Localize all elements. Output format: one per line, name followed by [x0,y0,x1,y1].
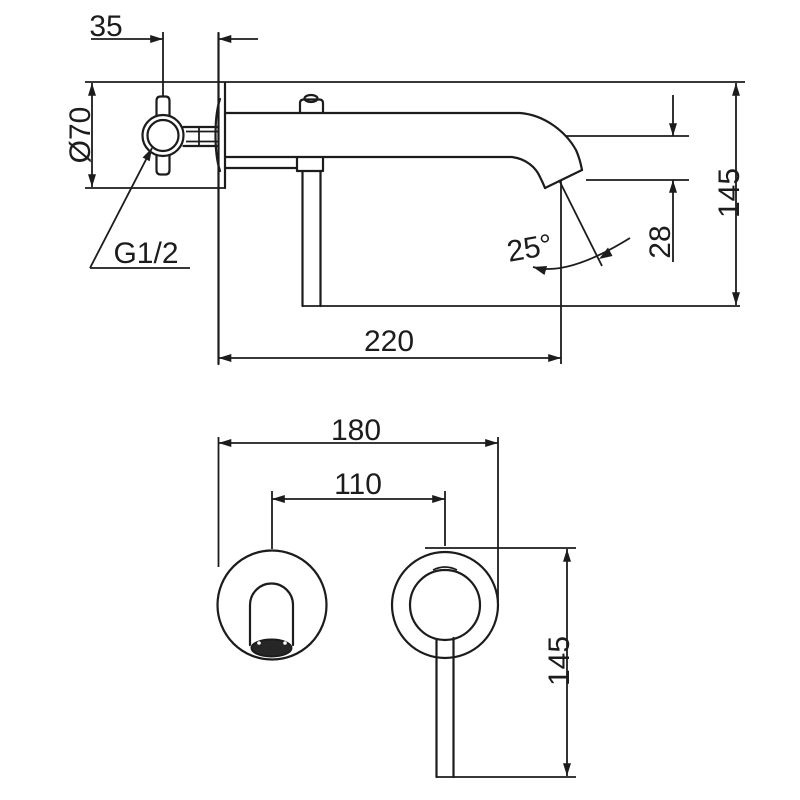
spout-bottom-edge [223,155,547,190]
dim-handle-offset-label: 35 [89,10,122,43]
outlet-highlight-left [257,641,261,645]
dim-outlet-drop-label: 28 [644,225,677,258]
handle-hub-outer [141,113,185,158]
spout-top-boss-dome [303,93,319,104]
spout-front-arch [248,582,295,647]
front-view: 180 110 145 [216,414,576,779]
dim-spout-reach-label: 220 [364,325,414,358]
angle-callout: 25° [505,179,631,364]
dim-plate-diameter: Ø70 [64,82,97,188]
dim-overall-height: 145 [713,82,746,306]
handle-arm-top [155,95,171,118]
spout-plate-circle [216,549,328,661]
handle-trim-ring [408,568,482,642]
dim-hole-centers-label: 110 [334,468,382,501]
handle-socket-detail [432,566,458,571]
side-view: 35 Ø70 G1/2 28 145 [64,10,746,366]
spout-top-boss [298,98,325,115]
spout-bottom-collar [295,155,325,173]
handle-plate-circle [390,550,500,660]
dim-spout-reach: 220 [218,325,562,362]
dim-overall-height-label: 145 [713,168,746,218]
dim-overall-width-label: 180 [331,414,381,447]
spout-outlet-face [543,168,584,190]
dim-lever-height-label: 145 [543,636,576,686]
spout-outlet-opening [250,638,293,658]
dim-plate-diameter-label: Ø70 [64,107,97,164]
angle-label: 25° [505,228,555,268]
outlet-highlight-right [283,641,287,645]
handle-stem [182,125,220,148]
dim-outlet-drop: 28 [566,95,689,262]
handle-hub-inner [146,118,180,153]
spout-top-edge [223,111,584,172]
dim-hole-centers: 110 [271,468,446,549]
dim-handle-offset: 35 [89,10,258,96]
thread-size-label: G1/2 [113,237,178,270]
thread-callout: G1/2 [89,147,190,270]
handle-arm-bottom [155,153,171,176]
escutcheon-plate-bulge [214,97,222,173]
dim-lever-height: 145 [425,547,576,778]
dim-overall-width: 180 [217,414,499,601]
